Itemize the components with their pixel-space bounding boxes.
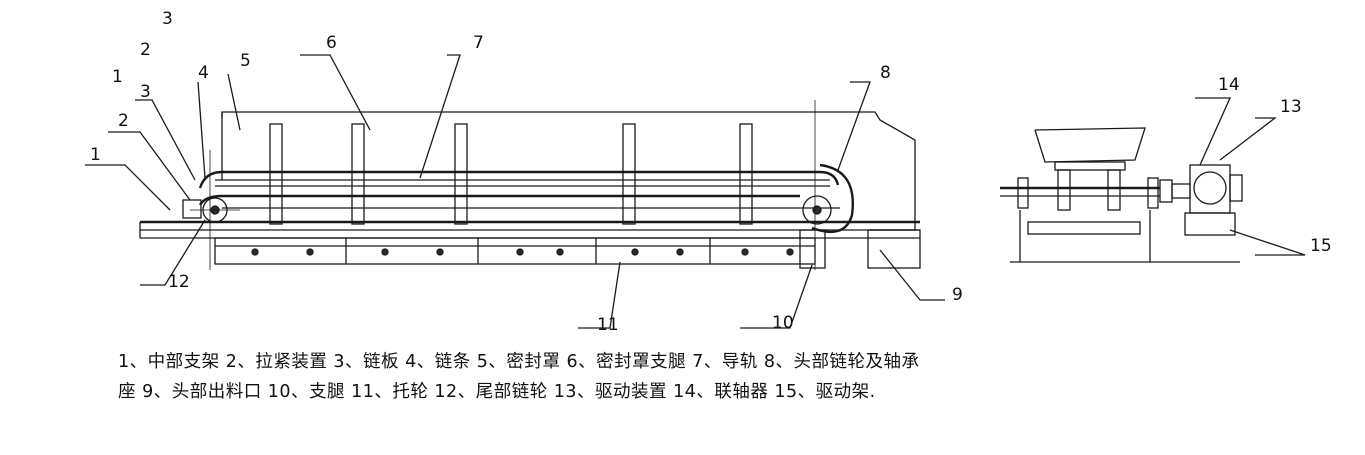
coupling [1159,179,1173,203]
drive-frame [1184,212,1236,236]
callout-13: 13 [1280,97,1302,117]
discharge-port [867,229,921,269]
seal-cover-legs [269,123,753,225]
support-rollers [251,248,794,256]
callout-7: 7 [473,33,484,53]
side-elevation [139,100,921,270]
callout-4: 4 [198,63,209,83]
middle-frame [139,220,920,265]
callout-11: 11 [597,315,619,335]
callout-3-mid: 3 [140,82,151,102]
callout-2-mid: 2 [118,111,129,131]
callout-3-top: 3 [162,9,173,29]
hopper [1034,127,1146,163]
callout-6: 6 [326,33,337,53]
callout-12: 12 [168,272,190,292]
chain-plates [198,170,840,209]
callout-2-top: 2 [140,40,151,60]
callout-8: 8 [880,63,891,83]
callout-10: 10 [772,313,794,333]
callout-5: 5 [240,51,251,71]
callouts: 3 2 1 3 2 1 4 5 6 7 8 9 10 11 12 13 14 1… [85,9,1332,335]
drive-unit [1184,164,1243,236]
callout-1-top: 1 [112,67,123,87]
callout-15: 15 [1310,236,1332,256]
end-view [1000,127,1243,263]
legend-line-2: 座 9、头部出料口 10、支腿 11、托轮 12、尾部链轮 13、驱动装置 14… [118,382,876,402]
callout-9: 9 [952,285,963,305]
callout-1-mid: 1 [90,145,101,165]
support-leg [799,229,826,269]
callout-14: 14 [1218,75,1240,95]
legend-line-1: 1、中部支架 2、拉紧装置 3、链板 4、链条 5、密封罩 6、密封罩支腿 7、… [118,352,920,372]
